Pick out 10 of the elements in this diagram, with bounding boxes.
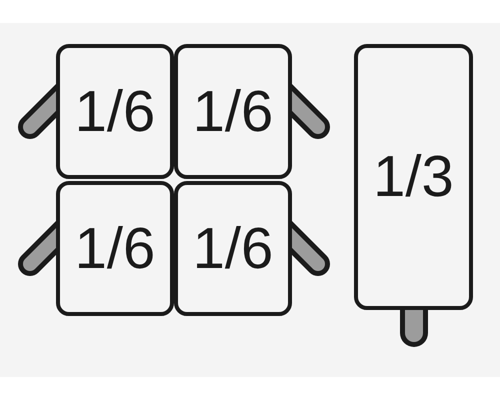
fraction-label: 1/6 <box>74 220 156 278</box>
fraction-label: 1/3 <box>373 148 454 206</box>
pan-outline <box>56 181 174 316</box>
pan-outline <box>56 44 174 179</box>
pan-outline <box>174 181 292 316</box>
fraction-label: 1/6 <box>192 82 274 140</box>
fraction-label: 1/6 <box>74 82 156 140</box>
fraction-label: 1/6 <box>192 220 274 278</box>
pan-outline <box>354 44 473 310</box>
pan-outline <box>174 44 292 179</box>
